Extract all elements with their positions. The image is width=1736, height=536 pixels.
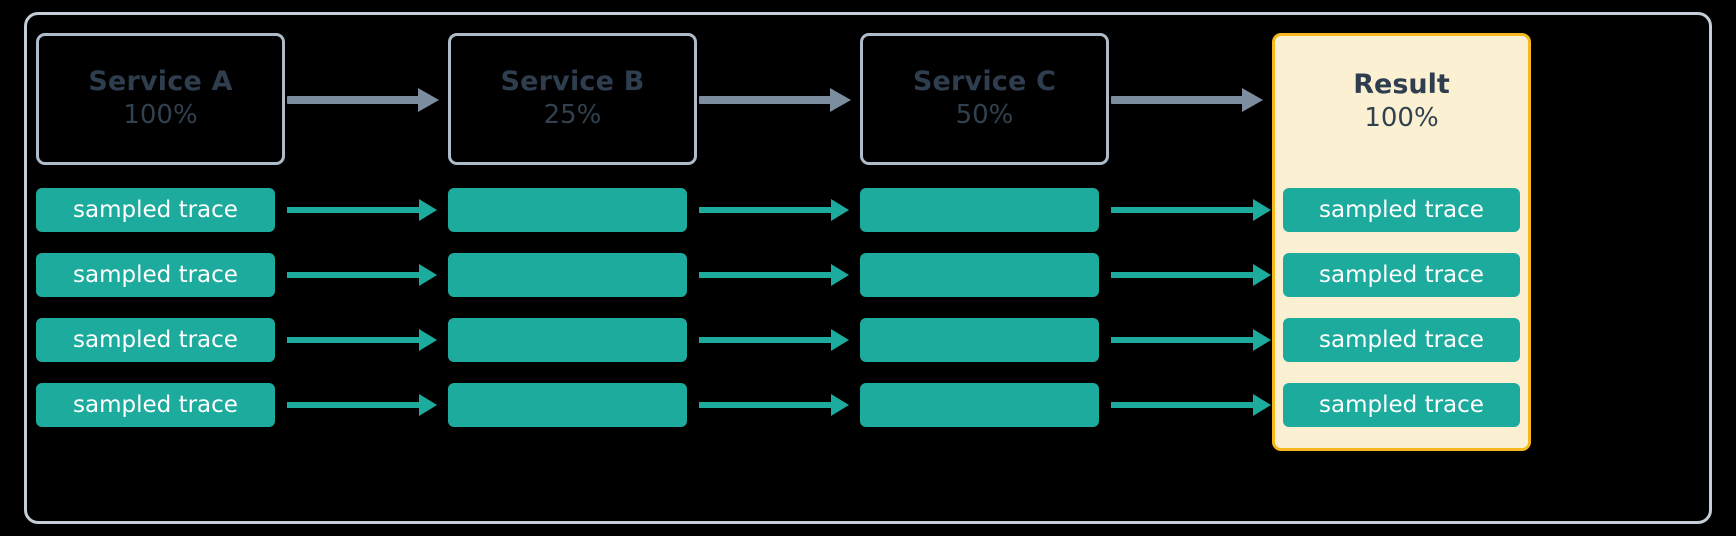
arrow-head [1253,264,1271,286]
arrow-head [831,199,849,221]
arrow-shaft [1111,272,1254,278]
arrow-shaft [287,96,420,104]
arrow-head [419,394,437,416]
trace-bar[interactable]: sampled trace [36,253,275,297]
arrow-head [419,329,437,351]
stage-percent-service-b: 25% [543,99,602,130]
stage-title-service-c: Service C [912,65,1057,97]
stage-percent-result: 100% [1364,102,1439,133]
trace-bar[interactable]: sampled trace [1283,383,1520,427]
trace-bar[interactable] [448,318,687,362]
arrow-head [419,264,437,286]
trace-bar[interactable] [860,253,1099,297]
trace-bar[interactable] [860,383,1099,427]
arrow-head [831,329,849,351]
arrow-head [831,264,849,286]
trace-bar-label: sampled trace [1319,196,1484,223]
stage-box-service-a[interactable]: Service A 100% [36,33,285,165]
trace-arrow-icon [287,394,437,416]
stage-box-result[interactable]: Result 100% [1272,33,1531,451]
trace-arrow-icon [287,264,437,286]
arrow-shaft [287,207,420,213]
flow-arrow-b-to-c-icon [699,88,851,112]
trace-bar[interactable]: sampled trace [1283,318,1520,362]
trace-bar[interactable]: sampled trace [36,383,275,427]
arrow-head [830,88,851,112]
stage-box-service-c[interactable]: Service C 50% [860,33,1109,165]
arrow-head [1253,394,1271,416]
trace-arrow-icon [699,394,849,416]
trace-arrow-icon [1111,264,1271,286]
trace-bar-label: sampled trace [73,326,238,353]
arrow-shaft [1111,96,1244,104]
stage-title-result: Result [1353,68,1450,100]
result-header: Result 100% [1275,36,1528,168]
arrow-shaft [699,402,832,408]
stage-title-service-a: Service A [88,65,233,97]
arrow-shaft [1111,337,1254,343]
trace-bar-label: sampled trace [73,196,238,223]
arrow-shaft [1111,402,1254,408]
trace-bar[interactable]: sampled trace [1283,188,1520,232]
stage-percent-service-a: 100% [123,99,198,130]
trace-bar[interactable] [448,188,687,232]
arrow-head [1242,88,1263,112]
arrow-shaft [287,272,420,278]
arrow-head [418,88,439,112]
trace-bar[interactable] [448,253,687,297]
trace-arrow-icon [699,264,849,286]
trace-bar-label: sampled trace [1319,391,1484,418]
arrow-shaft [699,96,832,104]
arrow-shaft [287,337,420,343]
trace-arrow-icon [1111,394,1271,416]
arrow-shaft [699,272,832,278]
trace-bar-label: sampled trace [73,391,238,418]
trace-bar[interactable] [448,383,687,427]
trace-arrow-icon [1111,199,1271,221]
arrow-head [1253,199,1271,221]
arrow-head [831,394,849,416]
trace-bar[interactable]: sampled trace [36,188,275,232]
trace-arrow-icon [699,199,849,221]
arrow-shaft [1111,207,1254,213]
trace-bar[interactable] [860,318,1099,362]
flow-arrow-c-to-result-icon [1111,88,1263,112]
diagram-outer-frame [24,12,1712,524]
arrow-head [419,199,437,221]
arrow-shaft [699,337,832,343]
trace-bar[interactable] [860,188,1099,232]
trace-bar-label: sampled trace [1319,261,1484,288]
flow-arrow-a-to-b-icon [287,88,439,112]
stage-box-service-b[interactable]: Service B 25% [448,33,697,165]
arrow-shaft [699,207,832,213]
trace-arrow-icon [287,199,437,221]
trace-arrow-icon [287,329,437,351]
trace-bar[interactable]: sampled trace [36,318,275,362]
trace-bar[interactable]: sampled trace [1283,253,1520,297]
trace-arrow-icon [1111,329,1271,351]
arrow-shaft [287,402,420,408]
trace-bar-label: sampled trace [73,261,238,288]
stage-title-service-b: Service B [500,65,645,97]
arrow-head [1253,329,1271,351]
trace-bar-label: sampled trace [1319,326,1484,353]
trace-arrow-icon [699,329,849,351]
stage-percent-service-c: 50% [955,99,1014,130]
